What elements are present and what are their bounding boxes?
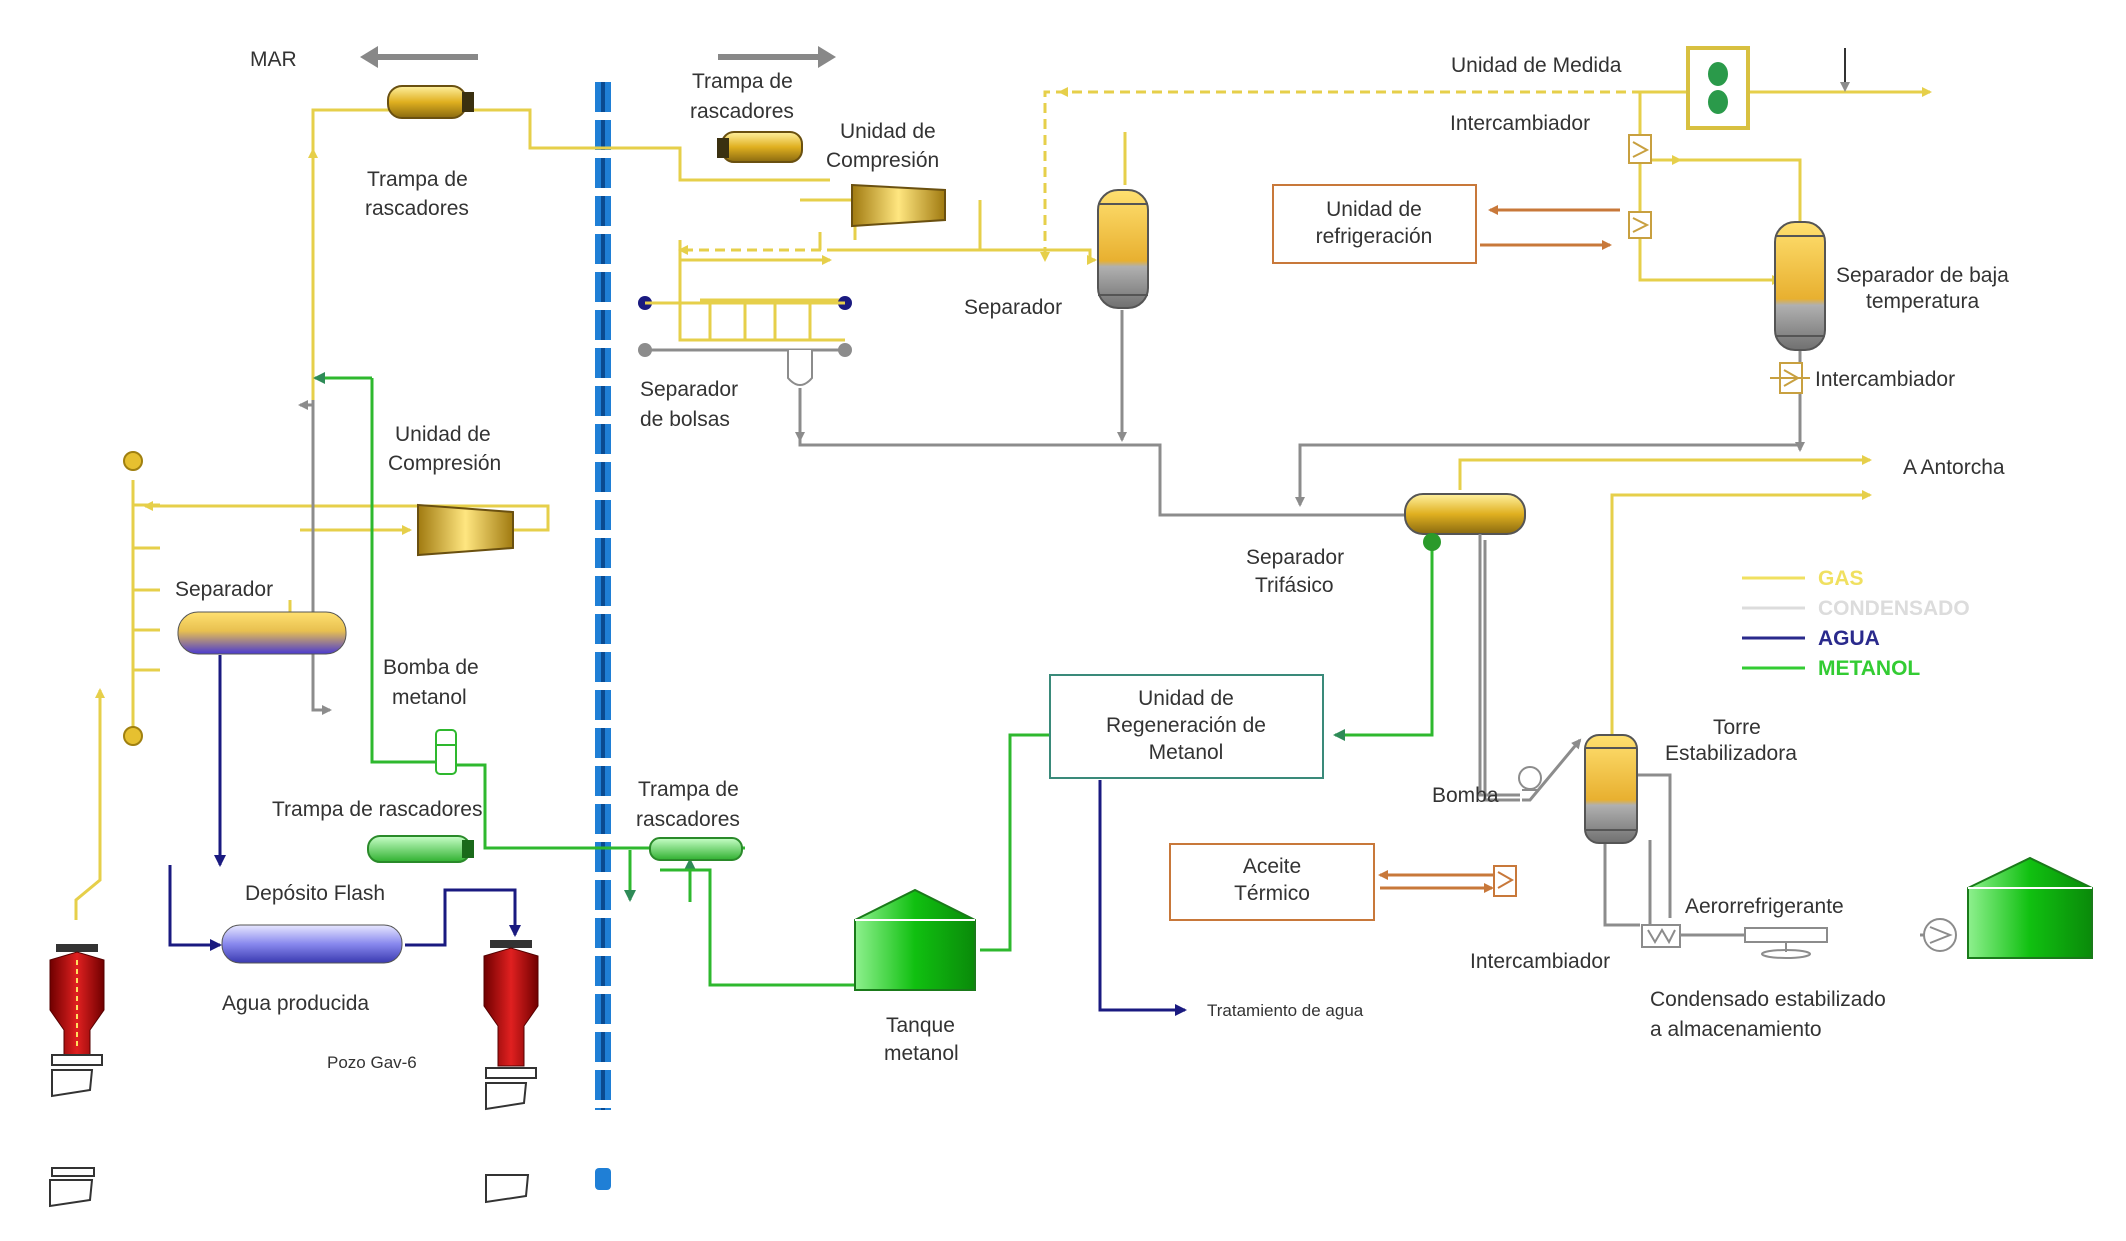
pig-trap-bottom-mid-label-2: rascadores bbox=[636, 808, 740, 831]
stabilized-condensate-label-2: a almacenamiento bbox=[1650, 1018, 1822, 1041]
legend-agua: AGUA bbox=[1818, 627, 1880, 650]
separator-left-label: Separador bbox=[175, 578, 273, 601]
compressor-top bbox=[851, 183, 946, 228]
air-cooler-label: Aerorrefrigerante bbox=[1685, 895, 1844, 918]
water-treatment-label: Tratamiento de agua bbox=[1207, 1001, 1364, 1020]
compressor-left-label-2: Compresión bbox=[388, 452, 501, 475]
slug-catcher-label-2: de bolsas bbox=[640, 408, 730, 431]
metering-unit-label: Unidad de Medida bbox=[1451, 54, 1622, 77]
regeneration-label-3: Metanol bbox=[1149, 741, 1224, 764]
gas-return-lines bbox=[678, 87, 1690, 262]
produced-water-label: Agua producida bbox=[222, 992, 369, 1015]
separator-left bbox=[177, 611, 347, 655]
flare-label: A Antorcha bbox=[1903, 456, 2005, 479]
methanol-pump bbox=[435, 729, 457, 775]
compressor-top-label-2: Compresión bbox=[826, 149, 939, 172]
heat-exchanger-bottom bbox=[1493, 865, 1517, 897]
regeneration-label-2: Regeneración de bbox=[1106, 714, 1266, 737]
pig-trap-top-mid-label-1: Trampa de bbox=[692, 70, 793, 93]
stabilizer-tower bbox=[1584, 734, 1638, 844]
legend-gas: GAS bbox=[1818, 567, 1864, 590]
wellhead-right bbox=[483, 940, 539, 1204]
thermal-oil-label-2: Térmico bbox=[1234, 882, 1310, 905]
methanol-regeneration-box: Unidad de Regeneración de Metanol bbox=[1049, 674, 1324, 779]
three-phase-separator bbox=[1404, 493, 1526, 797]
wellhead-left bbox=[49, 944, 105, 1208]
three-phase-separator-label-2: Trifásico bbox=[1255, 574, 1334, 597]
slug-catcher-label-1: Separador bbox=[640, 378, 738, 401]
methanol-tank bbox=[854, 888, 976, 991]
metanol-lines bbox=[313, 372, 1434, 987]
compressor-top-label-1: Unidad de bbox=[840, 120, 936, 143]
stabilized-condensate-label-1: Condensado estabilizado bbox=[1650, 988, 1886, 1011]
separator-top-label: Separador bbox=[964, 296, 1062, 319]
air-cooler bbox=[1744, 927, 1828, 959]
low-temp-separator-label-2: temperatura bbox=[1866, 290, 1980, 313]
pump bbox=[1518, 766, 1542, 791]
pig-trap-top-mid-label-2: rascadores bbox=[690, 100, 794, 123]
heat-lines bbox=[1378, 205, 1620, 893]
refrigeration-unit-label-2: refrigeración bbox=[1316, 225, 1433, 248]
methanol-tank-label-2: metanol bbox=[884, 1042, 959, 1065]
metering-unit bbox=[1686, 46, 1850, 130]
heat-exchanger-right bbox=[1770, 362, 1810, 394]
heat-exchanger-top-label: Intercambiador bbox=[1450, 112, 1590, 135]
mar-direction-arrows bbox=[360, 46, 836, 68]
compressor-left bbox=[417, 503, 514, 557]
pump-label: Bomba bbox=[1432, 784, 1499, 807]
three-phase-separator-label-1: Separador bbox=[1246, 546, 1344, 569]
reboiler-exchanger bbox=[1641, 924, 1681, 948]
stabilizer-tower-label-1: Torre bbox=[1713, 716, 1761, 739]
heat-exchanger-top bbox=[1628, 134, 1652, 164]
pig-trap-bottom-left-label: Trampa de rascadores bbox=[272, 798, 482, 821]
regeneration-label-1: Unidad de bbox=[1138, 687, 1234, 710]
agua-lines bbox=[168, 655, 1187, 1016]
condensate-pump bbox=[1923, 918, 1957, 952]
mar-label: MAR bbox=[250, 48, 297, 71]
condensado-lines bbox=[298, 310, 1945, 940]
methanol-tank-label-1: Tanque bbox=[886, 1014, 955, 1037]
legend: GAS CONDENSADO AGUA METANOL bbox=[1742, 567, 1970, 680]
refrigeration-unit-label-1: Unidad de bbox=[1326, 198, 1422, 221]
legend-condensado: CONDENSADO bbox=[1818, 597, 1970, 620]
flash-tank-label: Depósito Flash bbox=[245, 882, 385, 905]
pig-trap-top-left bbox=[387, 85, 474, 119]
pig-trap-top-left-label-2: rascadores bbox=[365, 197, 469, 220]
refrigeration-unit-box: Unidad de refrigeración bbox=[1272, 184, 1477, 264]
flash-tank bbox=[221, 924, 403, 964]
pig-trap-bottom-left bbox=[367, 835, 474, 863]
pig-trap-bottom-mid bbox=[649, 837, 743, 861]
low-temperature-separator bbox=[1774, 221, 1826, 351]
stabilizer-tower-label-2: Estabilizadora bbox=[1665, 742, 1797, 765]
thermal-oil-label-1: Aceite bbox=[1243, 855, 1301, 878]
legend-metanol: METANOL bbox=[1818, 657, 1920, 680]
pig-trap-top-left-label-1: Trampa de bbox=[367, 168, 468, 191]
pig-trap-top-mid bbox=[717, 131, 803, 163]
low-temp-separator-label-1: Separador de baja bbox=[1836, 264, 2009, 287]
methanol-pump-label-2: metanol bbox=[392, 686, 467, 709]
sea-boundary-line bbox=[595, 82, 611, 1190]
thermal-oil-box: Aceite Térmico bbox=[1169, 843, 1375, 921]
separator-vertical-top bbox=[1097, 189, 1149, 309]
slug-catcher bbox=[638, 296, 852, 442]
heat-exchanger-right-label: Intercambiador bbox=[1815, 368, 1955, 391]
manifold-endcaps bbox=[123, 451, 143, 746]
well-label: Pozo Gav-6 bbox=[327, 1053, 417, 1072]
condensate-storage-tank bbox=[1967, 856, 2093, 959]
heat-exchanger-mid bbox=[1628, 211, 1652, 239]
heat-exchanger-bottom-label: Intercambiador bbox=[1470, 950, 1610, 973]
compressor-left-label-1: Unidad de bbox=[395, 423, 491, 446]
methanol-pump-label-1: Bomba de bbox=[383, 656, 479, 679]
pig-trap-bottom-mid-label-1: Trampa de bbox=[638, 778, 739, 801]
